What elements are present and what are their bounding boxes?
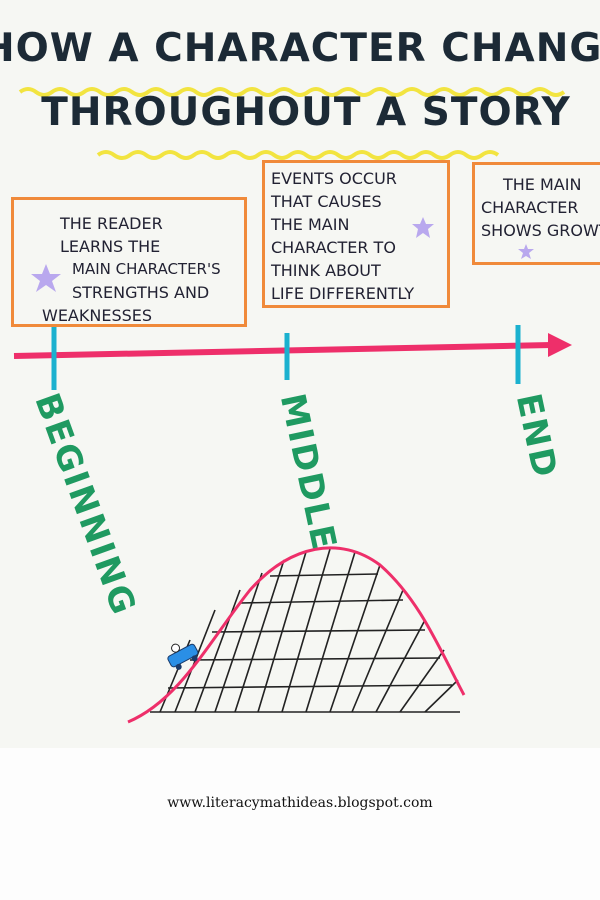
poster-drawing: [13, 87, 572, 724]
roller-coaster-icon: [127, 546, 466, 724]
poster-title-line-1: HOW A CHARACTER CHANGES: [0, 26, 600, 71]
anchor-chart-poster: HOW A CHARACTER CHANGES THROUGHOUT A STO…: [0, 26, 600, 724]
beginning-box: THE READER LEARNS THE MAIN CHARACTER'S S…: [11, 197, 247, 327]
star-icon: [31, 264, 61, 292]
box-line: WEAKNESSES: [42, 306, 153, 325]
title-squiggle-1: [18, 87, 566, 97]
box-line: STRENGTHS AND: [72, 283, 210, 302]
box-line: THE MAIN: [503, 175, 582, 194]
box-line: THAT CAUSES: [271, 192, 382, 211]
timeline-line: [13, 342, 553, 359]
box-line: CHARACTER TO: [271, 238, 396, 257]
source-url: www.literacymathideas.blogspot.com: [167, 795, 433, 811]
box-line: MAIN CHARACTER'S: [72, 260, 221, 278]
box-line: THE MAIN: [271, 215, 350, 234]
box-line: THE READER: [60, 214, 163, 233]
box-line: LIFE DIFFERENTLY: [271, 284, 415, 303]
box-line: LEARNS THE: [60, 237, 161, 256]
arrow-icon: [548, 333, 572, 357]
box-line: EVENTS OCCUR: [271, 169, 397, 188]
box-line: SHOWS GROWTH: [481, 221, 600, 240]
star-icon: [518, 244, 534, 259]
box-line: CHARACTER: [481, 198, 579, 217]
title-squiggle-2: [96, 150, 500, 160]
middle-box: EVENTS OCCUR THAT CAUSES THE MAIN CHARAC…: [262, 160, 450, 308]
poster-title-line-2: THROUGHOUT A STORY: [41, 90, 571, 135]
box-line: THINK ABOUT: [271, 261, 381, 280]
star-icon: [412, 217, 434, 238]
end-box: THE MAIN CHARACTER SHOWS GROWTH: [472, 162, 600, 265]
